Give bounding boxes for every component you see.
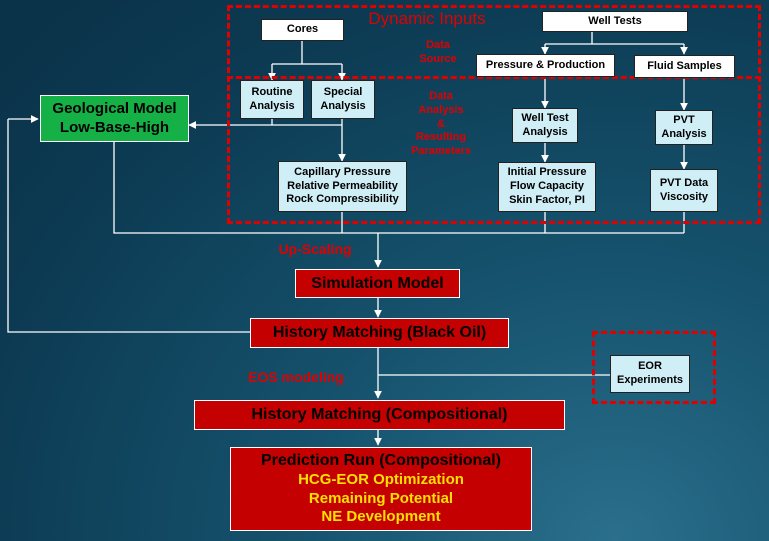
data-analysis-separator: [227, 76, 761, 79]
dynamic-inputs-label: Dynamic Inputs: [368, 9, 486, 28]
geological-model-box: Geological Model Low-Base-High: [40, 95, 189, 142]
cores-box: Cores: [261, 19, 344, 41]
well-test-analysis-box: Well Test Analysis: [512, 108, 578, 143]
eor-experiments-box: EOR Experiments: [610, 355, 690, 393]
history-matching-black-oil-box: History Matching (Black Oil): [250, 318, 509, 348]
pvt-data-box: PVT Data Viscosity: [650, 169, 718, 212]
eos-modeling-label: EOS modeling: [248, 369, 344, 385]
initial-pressure-box: Initial Pressure Flow Capacity Skin Fact…: [498, 162, 596, 212]
prediction-item-remaining-potential: Remaining Potential: [308, 489, 454, 507]
special-analysis-box: Special Analysis: [311, 80, 375, 119]
prediction-run-box: Prediction Run (Compositional) HCG-EOR O…: [230, 447, 532, 531]
eor-experiments-region: [592, 331, 716, 404]
up-scaling-label: Up-Scaling: [278, 241, 352, 257]
routine-analysis-box: Routine Analysis: [240, 80, 304, 119]
capillary-pressure-box: Capillary Pressure Relative Permeability…: [278, 161, 407, 212]
history-matching-compositional-box: History Matching (Compositional): [194, 400, 565, 430]
prediction-run-title: Prediction Run (Compositional): [261, 451, 501, 469]
data-analysis-label: Data Analysis & Resulting Parameters: [411, 90, 471, 157]
pvt-analysis-box: PVT Analysis: [655, 110, 713, 145]
fluid-samples-box: Fluid Samples: [634, 55, 735, 78]
data-source-label: Data Source: [419, 39, 457, 65]
prediction-item-hcg-eor: HCG-EOR Optimization: [298, 470, 464, 488]
pressure-production-box: Pressure & Production: [476, 54, 615, 77]
well-tests-box: Well Tests: [542, 11, 688, 32]
dynamic-inputs-region: [227, 5, 761, 224]
prediction-item-ne-development: NE Development: [321, 508, 441, 526]
simulation-model-box: Simulation Model: [295, 269, 460, 298]
